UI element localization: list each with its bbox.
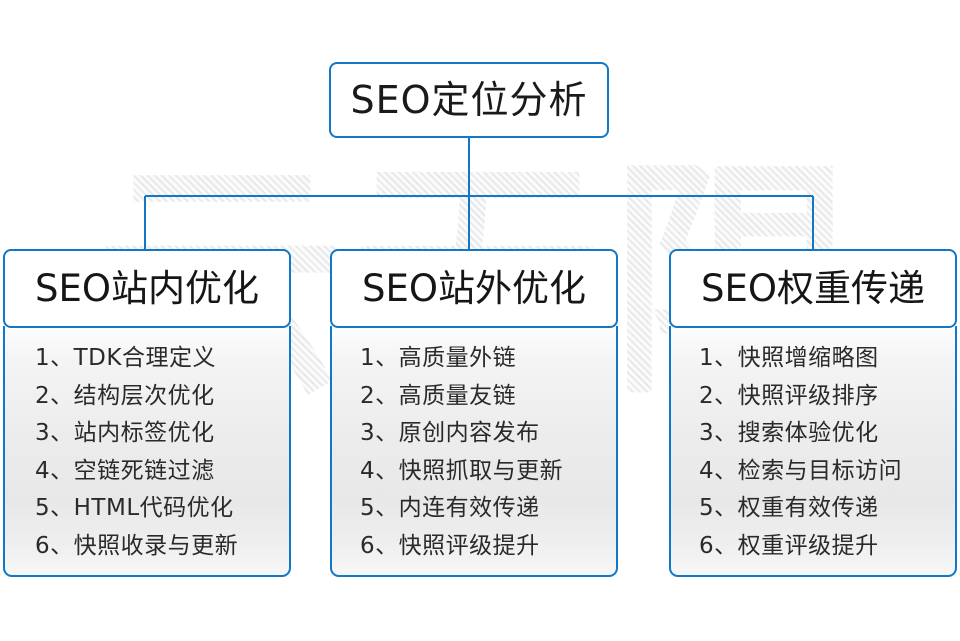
- column-header-2[interactable]: SEO权重传递: [669, 249, 957, 328]
- list-item: 2、结构层次优化: [35, 382, 215, 409]
- column-header-label-0: SEO站内优化: [35, 267, 259, 310]
- list-item: 5、HTML代码优化: [35, 495, 234, 521]
- column-header-1[interactable]: SEO站外优化: [330, 249, 618, 328]
- column-body-1: 1、高质量外链 2、高质量友链 3、原创内容发布 4、快照抓取与更新 5、内连有…: [330, 326, 618, 577]
- branch-columns: SEO站内优化 1、TDK合理定义 2、结构层次优化 3、站内标签优化 4、空链…: [0, 249, 960, 579]
- list-item: 6、权重评级提升: [699, 532, 879, 559]
- column-list-0: 1、TDK合理定义 2、结构层次优化 3、站内标签优化 4、空链死链过滤 5、H…: [5, 340, 289, 565]
- branch-column-seo-onsite: SEO站内优化 1、TDK合理定义 2、结构层次优化 3、站内标签优化 4、空链…: [3, 249, 291, 577]
- column-body-2: 1、快照增缩略图 2、快照评级排序 3、搜索体验优化 4、检索与目标访问 5、权…: [669, 326, 957, 577]
- list-item: 2、快照评级排序: [699, 382, 879, 409]
- column-body-0: 1、TDK合理定义 2、结构层次优化 3、站内标签优化 4、空链死链过滤 5、H…: [3, 326, 291, 577]
- column-list-2: 1、快照增缩略图 2、快照评级排序 3、搜索体验优化 4、检索与目标访问 5、权…: [671, 340, 955, 565]
- list-item: 1、快照增缩略图: [699, 345, 879, 371]
- list-item: 1、高质量外链: [360, 345, 517, 371]
- list-item: 2、高质量友链: [360, 382, 517, 409]
- column-header-0[interactable]: SEO站内优化: [3, 249, 291, 328]
- root-node-label: SEO定位分析: [350, 78, 588, 122]
- branch-column-seo-offsite: SEO站外优化 1、高质量外链 2、高质量友链 3、原创内容发布 4、快照抓取与…: [330, 249, 618, 577]
- list-item: 6、快照收录与更新: [35, 532, 239, 559]
- list-item: 4、检索与目标访问: [699, 457, 903, 484]
- list-item: 4、空链死链过滤: [35, 457, 215, 484]
- list-item: 6、快照评级提升: [360, 532, 540, 559]
- list-item: 4、快照抓取与更新: [360, 457, 564, 484]
- list-item: 5、内连有效传递: [360, 495, 540, 521]
- list-item: 3、搜索体验优化: [699, 420, 879, 446]
- column-header-label-1: SEO站外优化: [362, 267, 586, 310]
- list-item: 5、权重有效传递: [699, 495, 879, 521]
- branch-column-seo-weight: SEO权重传递 1、快照增缩略图 2、快照评级排序 3、搜索体验优化 4、检索与…: [669, 249, 957, 577]
- column-list-1: 1、高质量外链 2、高质量友链 3、原创内容发布 4、快照抓取与更新 5、内连有…: [332, 340, 616, 565]
- list-item: 3、原创内容发布: [360, 420, 540, 446]
- column-header-label-2: SEO权重传递: [701, 267, 925, 310]
- list-item: 1、TDK合理定义: [35, 345, 216, 371]
- root-node[interactable]: SEO定位分析: [329, 62, 609, 138]
- list-item: 3、站内标签优化: [35, 420, 215, 446]
